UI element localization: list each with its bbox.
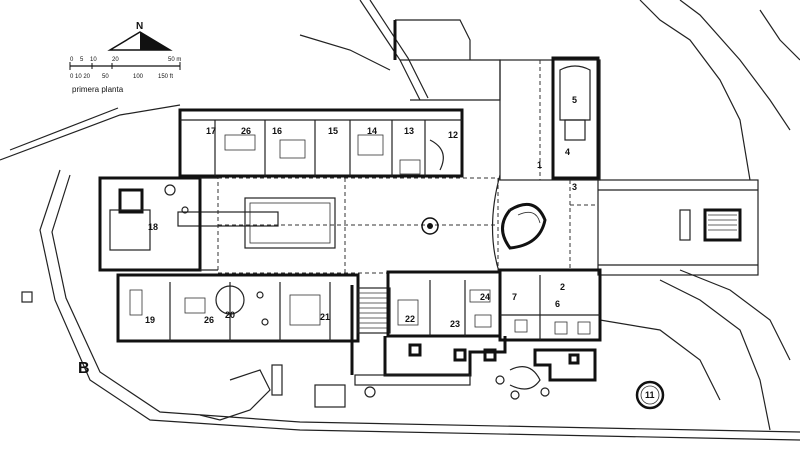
south-central-block	[386, 270, 502, 338]
room-label-16: 16	[272, 126, 282, 136]
room-label-24: 24	[480, 292, 490, 302]
scale-m-20: 20	[112, 57, 119, 63]
lobby-north	[499, 59, 601, 181]
east-stair	[703, 208, 742, 242]
room-label-21: 21	[320, 312, 330, 322]
scale-ft-0: 0 10 20	[70, 74, 91, 80]
room-label-2: 2	[560, 282, 565, 292]
room-label-12: 12	[448, 130, 458, 140]
site-marker	[21, 291, 33, 303]
scale-ft-50: 50	[102, 74, 109, 80]
room-label-26-north: 26	[241, 126, 251, 136]
room-label-19: 19	[145, 315, 155, 325]
room-label-26-south: 26	[204, 315, 214, 325]
room-label-4: 4	[565, 147, 570, 157]
east-entrance	[597, 179, 759, 276]
room-label-1: 1	[537, 160, 542, 170]
courtyard-fountain	[421, 217, 439, 235]
south-stairs	[357, 287, 391, 334]
west-block	[98, 176, 202, 272]
auditorium-5	[551, 56, 600, 180]
scale-ft-100: 100	[133, 74, 144, 80]
scale-ft-150: 150 ft	[158, 74, 173, 80]
section-letter: B	[78, 360, 90, 377]
room-label-15: 15	[328, 126, 338, 136]
room-label-17: 17	[206, 126, 216, 136]
room-label-6: 6	[555, 299, 560, 309]
room-label-23: 23	[450, 319, 460, 329]
room-label-5: 5	[572, 95, 577, 105]
room-labels: 1 2 3 4 5 6 7 11 12 13 14 15 16 17 18 19…	[145, 95, 655, 400]
southeast-block	[498, 268, 602, 342]
room-label-11: 11	[645, 390, 655, 400]
floor-label: primera planta	[72, 85, 124, 94]
room-label-7: 7	[512, 292, 517, 302]
room-label-13: 13	[404, 126, 414, 136]
north-wing	[178, 108, 464, 178]
site-objects	[21, 291, 665, 410]
pool	[244, 197, 336, 249]
tower-11	[635, 380, 665, 410]
scale-bar: 0 5 10 20 50 m 0 10 20 50 100 150 ft pri…	[69, 57, 181, 94]
room-label-3: 3	[572, 182, 577, 192]
north-arrow: N	[107, 21, 173, 51]
curved-foyer-wall	[491, 174, 501, 276]
room-label-14: 14	[367, 126, 377, 136]
north-label: N	[136, 21, 143, 32]
scale-m-10: 10	[90, 57, 97, 63]
room-label-18: 18	[148, 222, 158, 232]
scale-m-5: 5	[80, 57, 84, 63]
room-label-20: 20	[225, 310, 235, 320]
building	[98, 56, 759, 390]
room-label-22: 22	[405, 314, 415, 324]
scale-m-0: 0	[70, 57, 74, 63]
scale-m-50: 50 m	[168, 57, 181, 63]
southwest-wing	[116, 273, 360, 343]
